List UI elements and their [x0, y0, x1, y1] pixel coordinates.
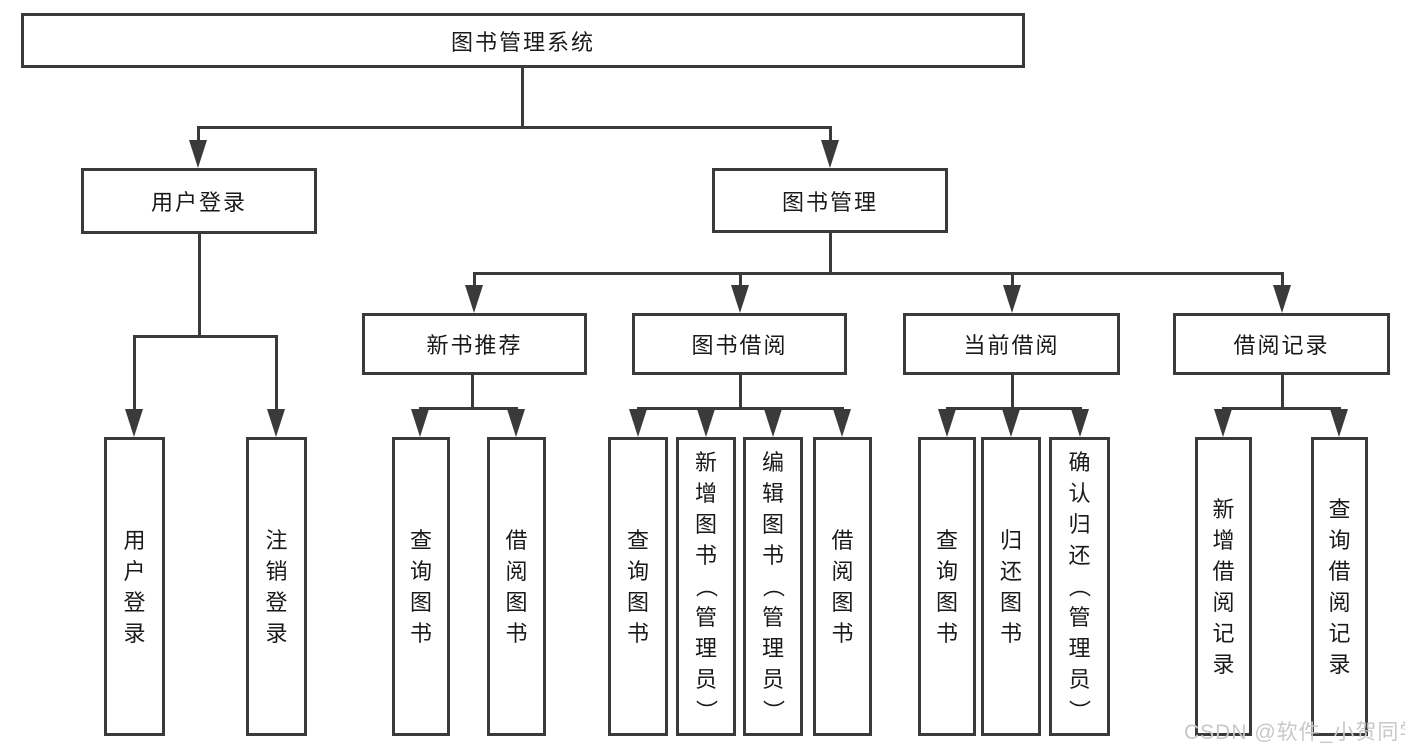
csdn-watermark: CSDN @软件_小贺同学 [1184, 721, 1405, 744]
leaf-borrow-books-1: 借阅图书 [487, 437, 546, 736]
connector-arrow-down [833, 409, 851, 437]
connector-arrow-down [411, 409, 429, 437]
connector-vline [470, 375, 474, 408]
leaf-edit-book-admin: 编辑图书（管理员） [743, 437, 803, 736]
leaf-label: 确认归还（管理员） [1066, 450, 1092, 722]
leaf-label: 查询借阅记录 [1328, 496, 1351, 677]
leaf-add-book-admin: 新增图书（管理员） [676, 437, 736, 736]
node-new-book-recommend: 新书推荐 [362, 313, 587, 375]
connector-vline [274, 336, 278, 415]
connector-arrow-down [697, 409, 715, 437]
leaf-return-book: 归还图书 [981, 437, 1041, 736]
connector-vline [1010, 375, 1014, 408]
connector-vline [738, 273, 742, 291]
connector-vline [828, 127, 832, 146]
connector-arrow-down [1214, 409, 1232, 437]
node-borrow-records: 借阅记录 [1173, 313, 1390, 375]
leaf-user-login: 用户登录 [104, 437, 165, 736]
connector-arrow-down [938, 409, 956, 437]
leaf-borrow-books-2: 借阅图书 [813, 437, 872, 736]
connector-hline [196, 125, 832, 129]
leaf-label: 归还图书 [999, 527, 1022, 646]
connector-hline [1221, 406, 1341, 410]
leaf-label: 注销登录 [265, 527, 288, 646]
connector-arrow-down [731, 285, 749, 313]
leaf-query-books-2: 查询图书 [608, 437, 668, 736]
leaf-label: 查询图书 [409, 527, 432, 646]
connector-hline [472, 271, 1284, 275]
connector-hline [636, 406, 844, 410]
leaf-add-borrow-record: 新增借阅记录 [1195, 437, 1252, 736]
leaf-label: 借阅图书 [505, 527, 528, 646]
node-book-borrow: 图书借阅 [632, 313, 847, 375]
connector-arrow-down [189, 140, 207, 168]
node-library-system: 图书管理系统 [21, 13, 1025, 68]
connector-arrow-down [1071, 409, 1089, 437]
leaf-query-books-1: 查询图书 [392, 437, 450, 736]
leaf-label: 查询图书 [626, 527, 649, 646]
connector-arrow-down [1330, 409, 1348, 437]
connector-arrow-down [125, 409, 143, 437]
leaf-logout: 注销登录 [246, 437, 307, 736]
node-user-login: 用户登录 [81, 168, 317, 234]
leaf-label: 编辑图书（管理员） [760, 450, 786, 722]
leaf-query-books-3: 查询图书 [918, 437, 976, 736]
leaf-label: 新增图书（管理员） [693, 450, 719, 722]
connector-arrow-down [1003, 285, 1021, 313]
leaf-label: 借阅图书 [831, 527, 854, 646]
connector-vline [1280, 273, 1284, 291]
leaf-label: 新增借阅记录 [1212, 496, 1235, 677]
connector-hline [132, 334, 278, 338]
connector-vline [132, 336, 136, 415]
connector-arrow-down [764, 409, 782, 437]
connector-arrow-down [267, 409, 285, 437]
leaf-label: 查询图书 [935, 527, 958, 646]
leaf-query-borrow-record: 查询借阅记录 [1311, 437, 1368, 736]
connector-arrow-down [507, 409, 525, 437]
connector-vline [197, 234, 201, 336]
connector-vline [472, 273, 476, 291]
node-current-borrow: 当前借阅 [903, 313, 1120, 375]
connector-arrow-down [629, 409, 647, 437]
connector-arrow-down [821, 140, 839, 168]
connector-vline [196, 127, 200, 146]
connector-vline [1010, 273, 1014, 291]
leaf-confirm-return-admin: 确认归还（管理员） [1049, 437, 1110, 736]
connector-arrow-down [1273, 285, 1291, 313]
connector-vline [738, 375, 742, 408]
connector-vline [520, 68, 524, 127]
node-book-management: 图书管理 [712, 168, 948, 233]
connector-arrow-down [1002, 409, 1020, 437]
connector-hline [945, 406, 1082, 410]
leaf-label: 用户登录 [123, 527, 146, 646]
connector-vline [828, 233, 832, 273]
connector-arrow-down [465, 285, 483, 313]
connector-hline [418, 406, 518, 410]
connector-vline [1280, 375, 1284, 408]
